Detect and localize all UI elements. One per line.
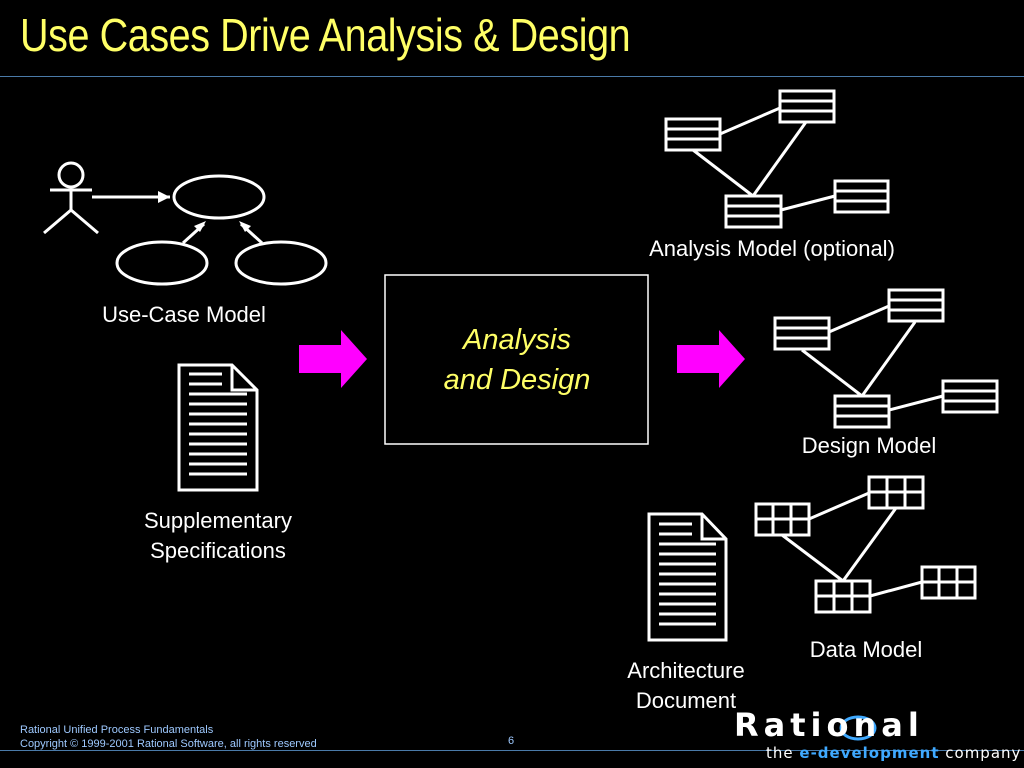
use-case-model-label: Use-Case Model (102, 302, 266, 327)
analysis-model-label: Analysis Model (optional) (649, 236, 895, 261)
use-case-ellipse-top (172, 174, 266, 220)
center-line-1: Analysis (463, 324, 571, 356)
center-line-2: and Design (443, 364, 591, 396)
page-number: 6 (508, 735, 515, 747)
rational-logo-tagline: the e-development company (766, 744, 1022, 762)
use-case-ellipse-right (234, 240, 328, 286)
architecture-document-label: Architecture Document (627, 658, 745, 713)
analysis-design-box (384, 274, 649, 445)
design-model-diagram (773, 288, 999, 429)
output-arrow-icon (677, 330, 745, 388)
footer-copyright: Copyright © 1999-2001 Rational Software,… (20, 738, 317, 750)
footer-course: Rational Unified Process Fundamentals (20, 724, 214, 736)
input-arrow-icon (299, 330, 367, 388)
rational-logo-swoosh (839, 715, 877, 741)
actor-icon (43, 161, 99, 235)
architecture-document-icon (647, 512, 728, 642)
supplementary-specifications-label: Supplementary Specifications (144, 508, 292, 563)
title-rule (0, 76, 1024, 77)
supplementary-document-icon (177, 363, 259, 492)
page-title: Use Cases Drive Analysis & Design (20, 9, 631, 61)
data-model-label: Data Model (809, 637, 923, 662)
data-model-diagram (754, 475, 977, 614)
design-model-label: Design Model (801, 433, 937, 458)
analysis-design-label: Analysis and Design (386, 320, 648, 400)
use-case-ellipse-left (115, 240, 209, 286)
analysis-model-diagram (664, 89, 890, 229)
footer-rule (0, 750, 1024, 751)
rational-logo-wordmark: Rational (734, 706, 924, 744)
